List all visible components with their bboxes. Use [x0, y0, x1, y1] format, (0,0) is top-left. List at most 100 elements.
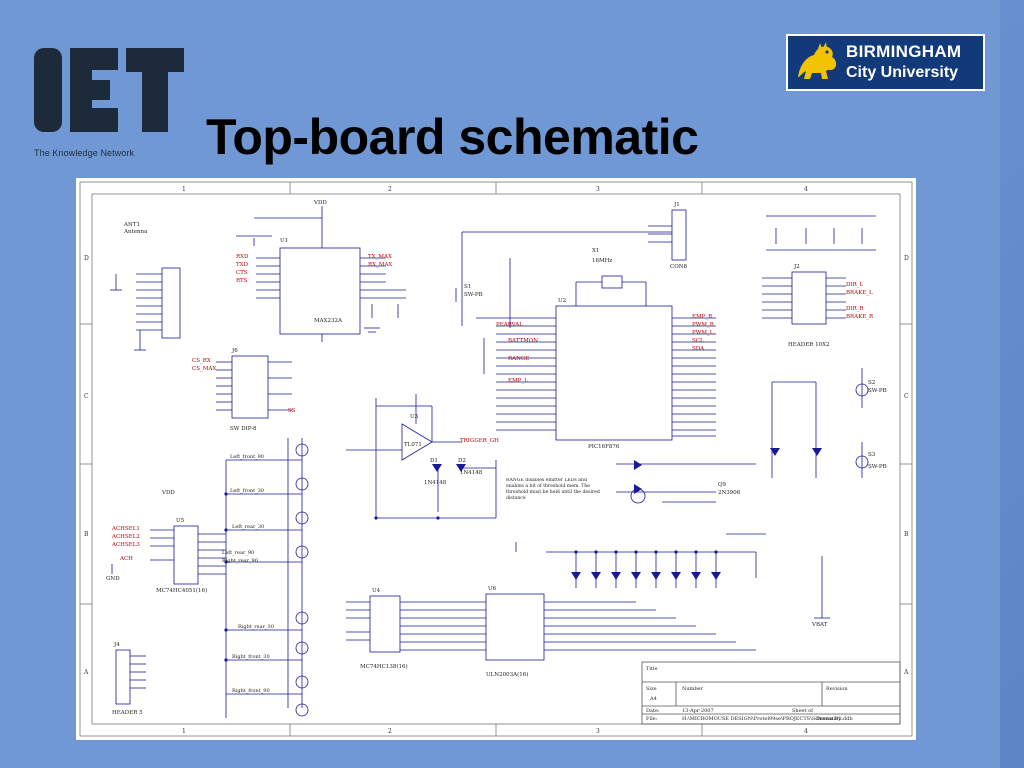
net-label-txd: TXD — [236, 262, 249, 268]
net-label-rts: RTS — [236, 278, 248, 284]
component-value-s2: SW-PB — [868, 388, 887, 394]
component-value-ant1: Antenna — [123, 229, 148, 235]
power-label-vdd-mux: VDD — [161, 490, 175, 496]
sensor-label-right-rear-90: Right_rear_90 — [222, 558, 258, 564]
slide-title: Top-board schematic — [206, 109, 699, 165]
component-ref-x1: X1 — [592, 248, 599, 254]
title-block-file-value: H:\MICROMOUSE DESIGN\Protel99se\PROJECTS… — [682, 716, 853, 722]
component-ref-s3: S3 — [868, 452, 876, 458]
net-label-cs-rx: CS_RX — [192, 358, 211, 364]
title-block-number-label: Number — [682, 686, 703, 692]
sensor-label-left-rear-30: Left_rear_30 — [232, 524, 264, 530]
sensor-label-right-rear-30: Right_rear_30 — [238, 624, 274, 630]
university-name-line1: BIRMINGHAM — [846, 42, 962, 61]
net-label-achsel3: ACHSEL3 — [111, 542, 140, 548]
component-ref-d2: D2 — [458, 458, 466, 464]
net-label-trigger-gh: TRIGGER_GH — [460, 438, 499, 444]
sensor-label-left-rear-90: Left_rear_90 — [222, 550, 254, 556]
sensor-label-left-front-30: Left_front_30 — [230, 488, 264, 494]
net-label-dir-r: DIR_R — [846, 306, 864, 312]
row-label-d: D — [84, 255, 89, 262]
component-value-d2: 1N4148 — [460, 470, 483, 476]
col-label-1-bottom: 1 — [182, 728, 186, 735]
lion-emblem-icon — [798, 42, 837, 79]
sensor-label-left-front-90: Left_front_90 — [230, 454, 264, 460]
component-value-u1: MAX232A — [314, 318, 343, 324]
sensor-label-right-front-90: Right_front_90 — [232, 688, 270, 694]
row-label-d-right: D — [904, 255, 909, 262]
schematic-image: 1 2 3 4 1 2 3 4 D C B A D C B A ANT1 Ant… — [76, 178, 916, 740]
schematic-drawing: 1 2 3 4 1 2 3 4 D C B A D C B A ANT1 Ant… — [79, 181, 913, 737]
university-logo: BIRMINGHAM City University — [786, 34, 985, 91]
net-label-scl: SCL — [692, 338, 704, 344]
component-ref-u1: U1 — [280, 238, 288, 244]
col-label-4: 4 — [804, 186, 808, 193]
component-value-q9: 2N3906 — [718, 490, 741, 496]
component-ref-j2: J2 — [793, 264, 800, 270]
component-value-j2: HEADER 10X2 — [788, 342, 830, 348]
component-value-d1: 1N4148 — [424, 480, 447, 486]
net-label-ss: SS — [288, 408, 296, 414]
component-ref-u3: U3 — [410, 414, 419, 420]
component-value-u6: ULN2003A(16) — [486, 671, 528, 678]
net-label-pearval: PEARVAL — [496, 322, 523, 328]
net-label-battmon: BATTMON — [508, 338, 538, 344]
col-label-2: 2 — [388, 186, 392, 193]
title-block-sheet-label: Sheet of — [792, 708, 814, 714]
component-ref-s2: S2 — [868, 380, 875, 386]
component-value-j1: CON8 — [670, 264, 688, 270]
component-ref-q9: Q9 — [718, 482, 727, 488]
net-label-cts: CTS — [236, 270, 248, 276]
component-ref-j6: J6 — [231, 348, 238, 354]
power-label-gnd-mux: GND — [106, 576, 120, 582]
component-ref-u4: U4 — [372, 588, 381, 594]
net-label-pwm-l: PWM_L — [692, 330, 714, 336]
net-label-tx-max: TX_MAX — [368, 254, 392, 260]
component-value-u2: PIC16F876 — [588, 444, 620, 450]
col-label-1: 1 — [182, 186, 186, 193]
university-name-line2: City University — [846, 64, 959, 81]
component-value-s1: SW-PB — [464, 292, 483, 298]
title-block-drawn-label: Drawn By: — [816, 716, 843, 722]
title-block-date-value: 13-Apr-2007 — [682, 708, 714, 714]
net-label-rxd: RXD — [236, 254, 249, 260]
net-label-achsel1: ACHSEL1 — [111, 526, 140, 532]
iet-logo-mark — [34, 48, 184, 132]
row-label-a: A — [83, 669, 89, 676]
net-label-cs-max: CS_MAX — [192, 366, 216, 372]
net-label-pwm-r: PWM_R — [692, 322, 715, 328]
component-ref-u2: U2 — [558, 298, 566, 304]
row-label-a-right: A — [903, 669, 909, 676]
schematic-note: RANGE disables emitter LEDs and enables … — [506, 478, 600, 501]
net-label-dir-l: DIR_L — [846, 282, 863, 288]
net-label-rx-max: RX_MAX — [368, 262, 392, 268]
component-ref-u6: U6 — [488, 586, 497, 592]
sensor-label-right-front-30: Right_front_30 — [232, 654, 270, 660]
title-block-title-label: Title — [646, 666, 658, 672]
component-value-u3: TL071 — [404, 442, 422, 448]
power-label-vbat: VBAT — [811, 622, 828, 628]
title-block-date-label: Date: — [646, 708, 660, 714]
title-block-size-value: A4 — [649, 696, 657, 702]
component-ref-s1: S1 — [464, 284, 471, 290]
power-label-vdd-top: VDD — [313, 200, 327, 206]
component-value-j4: HEADER 5 — [112, 710, 143, 716]
component-ref-j4: J4 — [113, 642, 120, 648]
net-label-sda: SDA — [692, 346, 705, 352]
iet-logo — [34, 42, 184, 136]
net-label-brake-l: BRAKE_L — [846, 290, 873, 296]
net-label-achsel2: ACHSEL2 — [111, 534, 140, 540]
net-label-emp-l: EMP_L — [508, 378, 528, 384]
title-block-revision-label: Revision — [826, 686, 848, 692]
component-ref-d1: D1 — [430, 458, 438, 464]
row-label-c-right: C — [904, 393, 909, 400]
net-label-ach: ACH — [119, 556, 133, 562]
net-label-range: RANGE — [508, 356, 529, 362]
component-value-u5: MC74HC4051(16) — [156, 587, 207, 594]
component-value-j6: SW DIP-8 — [230, 426, 257, 432]
row-label-c: C — [84, 393, 89, 400]
col-label-3-bottom: 3 — [596, 728, 600, 735]
title-block-file-label: File: — [646, 716, 658, 722]
col-label-3: 3 — [596, 186, 600, 193]
component-value-s3: SW-PB — [868, 464, 887, 470]
